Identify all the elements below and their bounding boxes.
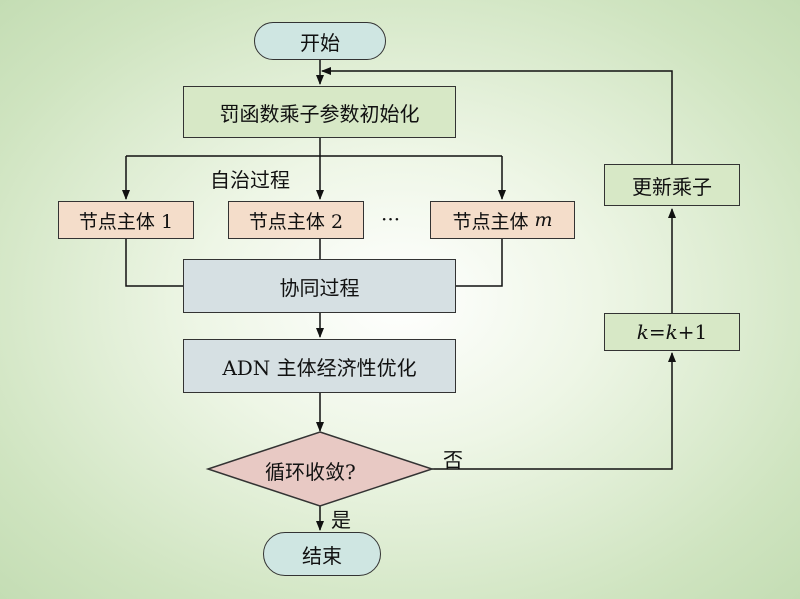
k-variable-2: k: [665, 320, 678, 344]
arrow-decision-to-k: [432, 352, 676, 470]
no-label: 否: [443, 448, 463, 472]
decision-diamond: [205, 431, 435, 507]
line-node-m-to-coop: [456, 239, 503, 287]
adn-node: ADN 主体经济性优化: [183, 339, 456, 393]
yes-label: 是: [331, 508, 351, 532]
update-node: 更新乘子: [604, 164, 740, 206]
init-node: 罚函数乘子参数初始化: [183, 86, 456, 138]
ellipsis: ···: [381, 207, 401, 231]
k-variable: k: [636, 320, 649, 344]
start-node: 开始: [254, 22, 386, 60]
k-increment-node: k=k+1: [604, 313, 740, 351]
k-equals: =: [648, 320, 666, 344]
node-m: 节点主体 m: [430, 201, 575, 239]
node-m-label: 节点主体: [452, 210, 529, 233]
decision-label: 循环收敛?: [265, 460, 356, 484]
end-node: 结束: [263, 532, 381, 576]
node-m-variable: m: [534, 209, 553, 231]
arrow-update-to-init: [321, 67, 673, 164]
coop-node: 协同过程: [183, 259, 456, 313]
autonomous-label: 自治过程: [210, 168, 290, 192]
line-node1-to-coop: [125, 239, 183, 287]
node-2: 节点主体 2: [228, 201, 364, 239]
k-plus-one: +1: [677, 320, 708, 344]
node-1: 节点主体 1: [58, 201, 194, 239]
